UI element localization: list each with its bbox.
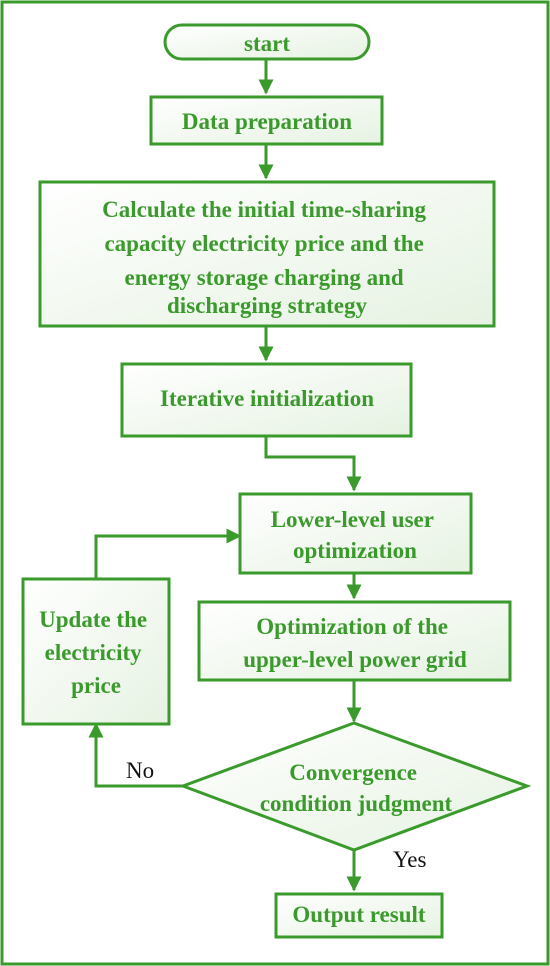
convergence-decision [178, 721, 532, 852]
start-label: start [244, 31, 290, 56]
output-result-label: Output result [292, 902, 425, 927]
data-preparation-box [149, 95, 384, 146]
start-terminal [163, 23, 371, 61]
edge-iter-init-to-lower [264, 436, 362, 492]
output-result-box [274, 892, 444, 939]
update-electricity-price-label: Update the electricity price [39, 607, 153, 698]
edge-convergence-no-to-update [88, 722, 183, 788]
calculate-initial-price-box [38, 180, 496, 328]
iterative-initialization-label: Iterative initialization [160, 386, 374, 411]
calculate-initial-price-label: Calculate the initial time-sharing capac… [102, 197, 432, 318]
lower-level-user-optimization-box [238, 492, 473, 575]
data-preparation-label: Data preparation [182, 109, 352, 134]
convergence-decision-label: Convergence condition judgment [260, 760, 453, 816]
iterative-initialization-box [120, 362, 413, 438]
edge-label-yes: Yes [393, 847, 427, 872]
edge-label-no: No [126, 758, 154, 783]
edge-update-to-lower [94, 528, 242, 579]
update-electricity-price-box [21, 577, 171, 726]
lower-level-user-optimization-label: Lower-level user optimization [271, 507, 440, 563]
upper-level-power-grid-label: Optimization of the upper-level power gr… [243, 614, 467, 672]
upper-level-power-grid-box [197, 600, 512, 682]
